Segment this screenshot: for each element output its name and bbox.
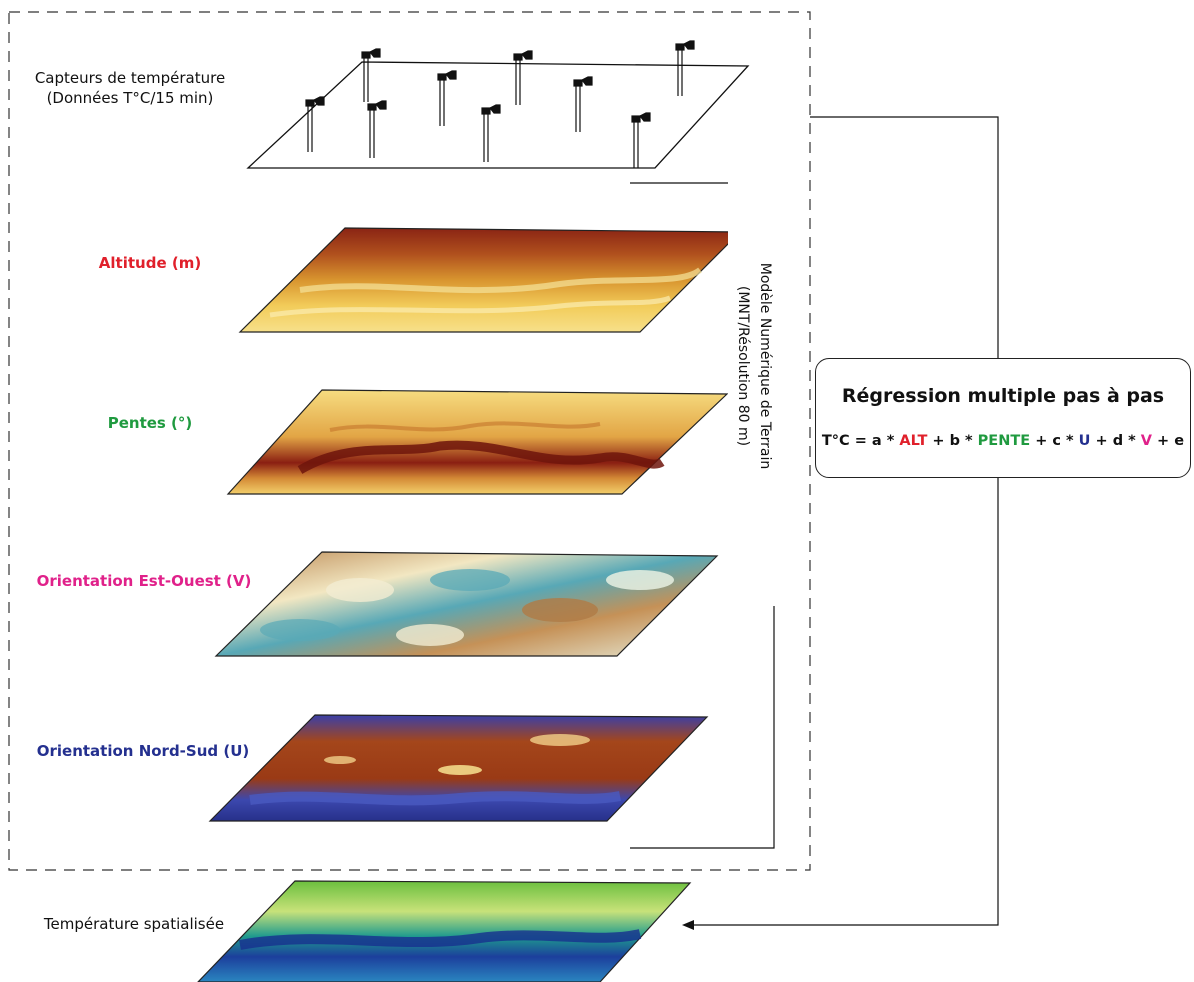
sensor-to-regression-line (810, 116, 999, 358)
equation-term: + b * (927, 433, 978, 449)
dashed-frame (8, 11, 811, 871)
temperature-layer (197, 880, 692, 982)
equation-term: + c * (1030, 433, 1079, 449)
equation-term: ALT (899, 433, 928, 449)
sensor-icon (675, 40, 695, 96)
temperature-label: Température spatialisée (43, 915, 225, 933)
sensors-label-line2: (Données T°C/15 min) (46, 89, 214, 107)
equation-term: V (1140, 433, 1152, 449)
sensor-icon (631, 112, 651, 168)
pentes-layer (226, 389, 729, 495)
pentes-label: Pentes (°) (107, 414, 193, 432)
altitude-layer (238, 227, 742, 333)
sensor-icon (305, 96, 325, 152)
sensors-label: Capteurs de température (Données T°C/15 … (20, 68, 240, 108)
arrow-head-icon (682, 920, 694, 930)
equation-term: U (1078, 433, 1091, 449)
regression-to-temperature-arrow (692, 478, 999, 926)
equation-term: + e (1152, 433, 1185, 449)
sensor-icon (481, 104, 501, 162)
sensor-icon (437, 70, 457, 126)
altitude-label: Altitude (m) (98, 254, 202, 272)
sensor-icon (513, 50, 533, 105)
orientation-ns-layer (208, 714, 709, 822)
sensor-icon (361, 48, 381, 102)
mnt-label-line1: Modèle Numérique de Terrain (757, 262, 773, 470)
regression-box: Régression multiple pas à pas T°C = a * … (815, 358, 1191, 478)
sensors-label-line1: Capteurs de température (34, 69, 226, 87)
mnt-label-line2: (MNT/Résolution 80 m) (735, 285, 751, 447)
regression-title: Régression multiple pas à pas (841, 385, 1165, 407)
orientation-ew-label: Orientation Est-Ouest (V) (36, 572, 252, 590)
sensor-plane (246, 61, 750, 169)
sensor-icon (573, 76, 593, 132)
orientation-ns-label: Orientation Nord-Sud (U) (36, 742, 250, 760)
regression-equation: T°C = a * ALT + b * PENTE + c * U + d * … (816, 433, 1190, 449)
equation-term: + d * (1090, 433, 1141, 449)
equation-term: PENTE (977, 433, 1031, 449)
sensor-icon (367, 100, 387, 158)
sensor-icons (305, 40, 695, 168)
orientation-ew-layer (214, 551, 719, 657)
equation-term: T°C = a * (821, 433, 900, 449)
